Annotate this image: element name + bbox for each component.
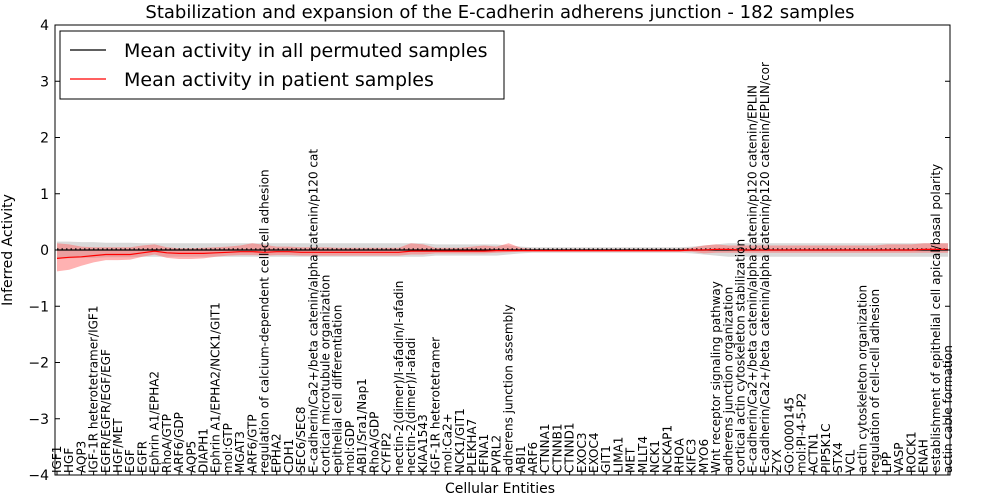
x-tick-label: mol:Ca2+ <box>441 413 455 473</box>
x-tick-label: GIT1 <box>599 445 613 473</box>
x-tick-label: ENAH <box>917 439 931 473</box>
x-tick-label: ACTN1 <box>807 433 821 473</box>
x-tick-label: LIMA1 <box>612 437 626 473</box>
x-tick-label: LPP <box>880 452 894 473</box>
x-tick-label: regulation of cell-cell adhesion <box>868 289 882 473</box>
x-tick-label: NCK1 <box>648 440 662 473</box>
x-tick-label: NCKAP1 <box>660 425 674 473</box>
x-tick-label: EXOC4 <box>587 433 601 474</box>
y-tick-label: −3 <box>28 412 49 428</box>
x-tick-label: IGF-1R heterotetramer <box>428 337 442 473</box>
x-tick-label: nectin-2(dimer)/I-afadin/I-afadin <box>392 281 406 473</box>
x-tick-label: RHOA <box>673 437 687 473</box>
x-tick-label: MGAT3 <box>233 431 247 473</box>
x-tick-label: E-cadherin/Ca2+/beta catenin/alpha caten… <box>306 149 320 473</box>
y-tick-label: 3 <box>40 74 49 90</box>
x-tick-label: ZYX <box>770 449 784 473</box>
x-tick-label: AQP5 <box>184 441 198 473</box>
x-tick-label: ABI1/Sra1/Nap1 <box>355 378 369 473</box>
y-tick-label: 0 <box>40 243 49 259</box>
x-tick-label: MET <box>624 447 638 473</box>
x-tick-label: CDH1 <box>282 439 296 473</box>
x-tick-label: VCL <box>843 449 857 473</box>
x-tick-label: CTNND1 <box>563 422 577 473</box>
x-tick-label: IGF1 <box>50 446 64 473</box>
y-tick-label: 4 <box>40 18 49 34</box>
x-tick-label: SEC6/SEC8 <box>294 407 308 473</box>
x-tick-label: CTNNB1 <box>550 423 564 473</box>
legend-box <box>59 30 505 100</box>
x-tick-label: mol:PI-4-5-P2 <box>795 393 809 473</box>
x-tick-label: RhoA/GDP <box>367 412 381 473</box>
x-tick-label: E-cadherin/Ca2+/beta catenin/alpha caten… <box>746 85 760 473</box>
x-tick-label: KIFC3 <box>685 439 699 473</box>
x-tick-label: nectin-2(dimer)/I-afadi <box>404 338 418 473</box>
x-tick-label: EPHA2 <box>270 433 284 473</box>
x-tick-label: AQP3 <box>74 441 88 473</box>
y-tick-label: −4 <box>28 468 49 484</box>
x-tick-label: ABI1 <box>514 445 528 473</box>
x-tick-label: STX4 <box>831 442 845 473</box>
chart-title: Stabilization and expansion of the E-cad… <box>145 2 854 23</box>
x-tick-label: HGF <box>62 448 76 473</box>
x-tick-label: PIP5K1C <box>819 423 833 473</box>
x-tick-label: VASP <box>892 442 906 473</box>
y-tick-label: 1 <box>40 187 49 203</box>
x-tick-label: EXOC3 <box>575 433 589 474</box>
x-tick-label: PLEKHA7 <box>465 419 479 473</box>
x-tick-label: CTNNA1 <box>538 423 552 473</box>
x-tick-label: E-cadherin/Ca2+/beta catenin/alpha caten… <box>758 62 772 473</box>
x-tick-label: epithelial cell differentiation <box>331 305 345 473</box>
x-tick-label: ARF6/GTP <box>245 414 259 473</box>
x-tick-label: NCK1/GIT1 <box>453 408 467 473</box>
legend-label-patient: Mean activity in patient samples <box>124 69 434 91</box>
legend-label-permuted: Mean activity in all permuted samples <box>124 40 487 62</box>
x-tick-label: EGF <box>123 449 137 473</box>
y-tick-label: −1 <box>28 299 49 315</box>
x-tick-label: cortical microtubule organization <box>319 275 333 473</box>
x-tick-label: MYO6 <box>697 439 711 473</box>
x-tick-label: KIAA1543 <box>416 414 430 473</box>
patient-mean-line <box>56 248 948 259</box>
x-tick-label: MLLT4 <box>636 436 650 473</box>
x-tick-label: actin cable formation <box>941 345 955 473</box>
x-tick-label: ARF6/GDP <box>172 412 186 473</box>
x-tick-label: actin cytoskeleton organization <box>856 285 870 473</box>
x-tick-label: HGF/MET <box>111 418 125 473</box>
x-tick-label: adherens junction organization <box>721 287 735 473</box>
x-tick-label: ROCK1 <box>904 431 918 473</box>
plot-frame <box>54 24 951 476</box>
x-tick-label: cortical actin cytoskeleton stabilizatio… <box>734 239 748 473</box>
x-tick-label: regulation of calcium-dependent cell-cel… <box>258 169 272 473</box>
y-tick-label: −2 <box>28 356 49 372</box>
x-tick-label: mol:GDP <box>343 421 357 473</box>
y-axis-label: Inferred Activity <box>0 194 16 306</box>
y-tick-label: 2 <box>40 131 49 147</box>
x-tick-label: CYFIP2 <box>380 432 394 473</box>
x-tick-label: Wnt receptor signaling pathway <box>709 281 723 473</box>
x-tick-label: ARF6 <box>526 442 540 473</box>
x-tick-label: EFNA1 <box>477 434 491 473</box>
x-tick-label: RhoA/GTP <box>160 414 174 473</box>
x-tick-label: DIAPH1 <box>197 428 211 473</box>
x-tick-label: adherens junction assembly <box>502 304 516 473</box>
x-tick-label: PVRL2 <box>489 435 503 473</box>
x-tick-label: GO:0000145 <box>782 397 796 473</box>
x-tick-label: establishment of epithelial cell apical/… <box>929 164 943 473</box>
x-tick-label: Ephrin A1/EPHA2 <box>148 371 162 473</box>
x-tick-label: EGFR/EGFR/EGF/EGF <box>99 349 113 473</box>
x-tick-label: EGFR <box>135 441 149 473</box>
x-tick-label: Ephrin A1/EPHA2/NCK1/GIT1 <box>209 302 223 473</box>
x-tick-label: mol:GTP <box>221 423 235 473</box>
x-tick-label: IGF-1R heterotetramer/IGF1 <box>87 306 101 473</box>
x-axis-label: Cellular Entities <box>445 481 555 497</box>
